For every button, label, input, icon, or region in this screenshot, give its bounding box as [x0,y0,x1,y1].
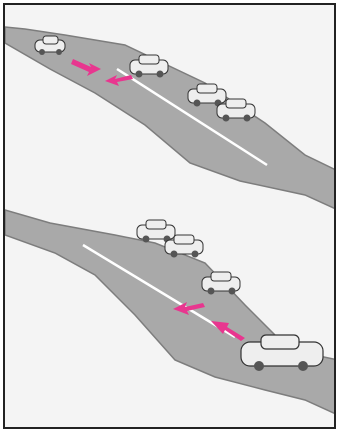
bottom-panel [5,210,336,415]
top-road [5,27,336,210]
illustration-frame [3,3,336,429]
top-panel [5,27,336,210]
merge-illustration [5,5,336,429]
car [137,220,175,243]
